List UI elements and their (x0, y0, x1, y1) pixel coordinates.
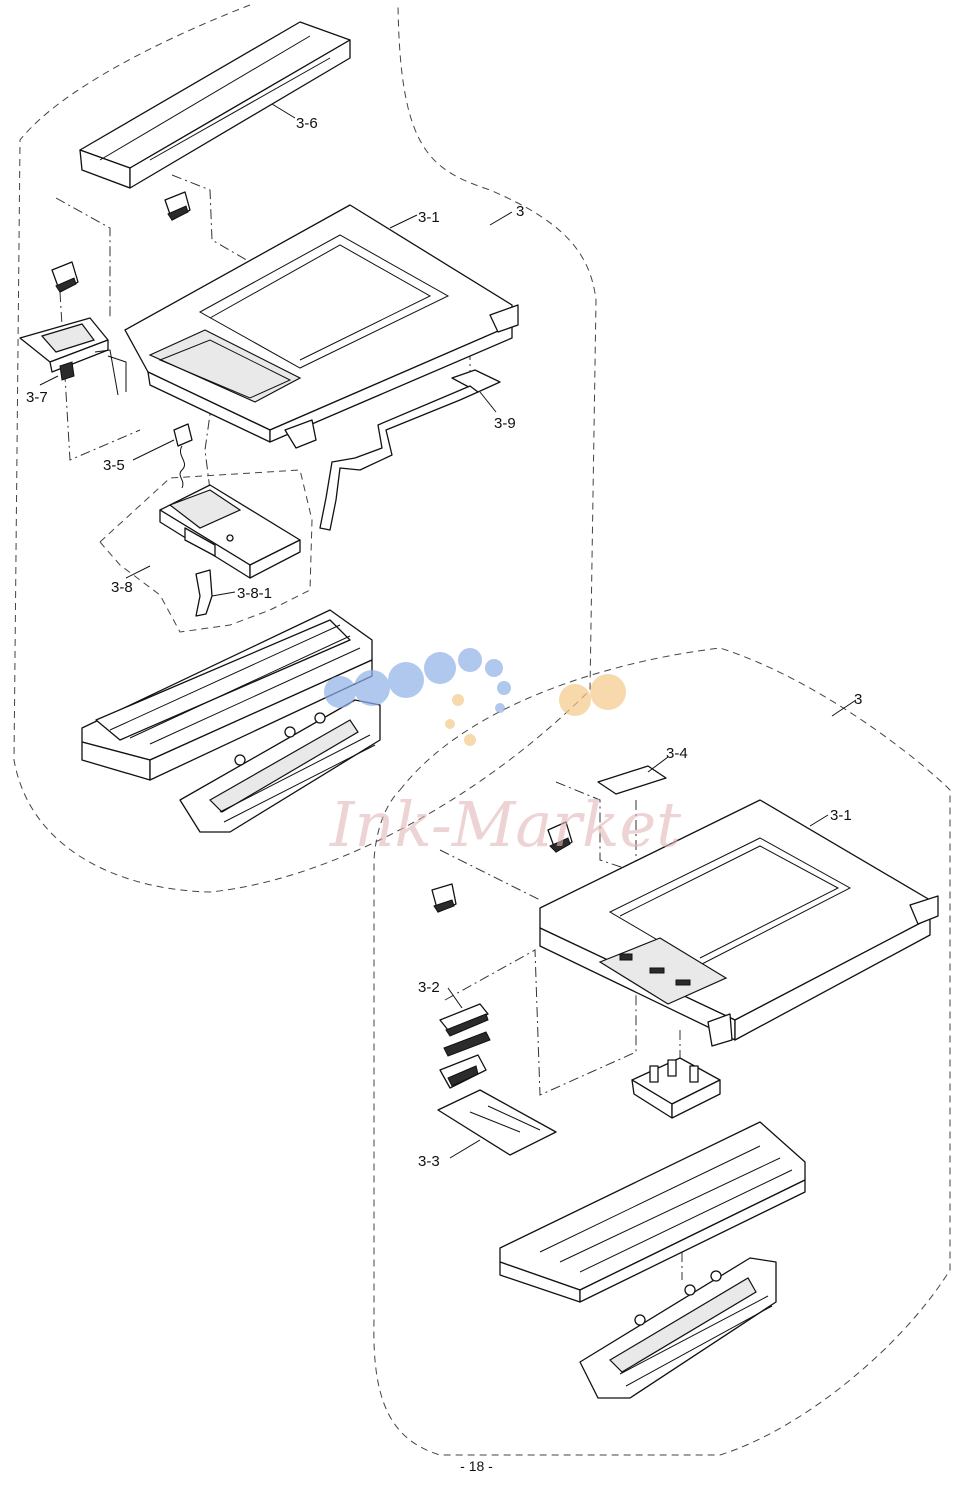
paper-tray-lower (579, 1257, 777, 1399)
watermark-dot (485, 659, 503, 677)
part-3-8-1-cable (195, 569, 213, 617)
watermark-dot (445, 719, 455, 729)
watermark-dot (452, 694, 464, 706)
part-3-4-label (597, 765, 667, 795)
part-3-2-bracket (439, 1003, 491, 1057)
watermark-dot (559, 684, 591, 716)
base-frame-lower (499, 1121, 806, 1303)
connector-part (439, 1054, 487, 1089)
part-3-6-cover (79, 21, 351, 189)
part-3-5-sensor (173, 423, 193, 489)
latch-part-b (51, 261, 79, 293)
callout-3-1-lower: 3-1 (830, 807, 852, 824)
callout-3-5: 3-5 (103, 457, 125, 474)
callout-3-lower: 3 (854, 691, 862, 708)
part-3-3-board (437, 1089, 557, 1156)
watermark-dot (388, 662, 424, 698)
callout-3-4: 3-4 (666, 745, 688, 762)
watermark-dot (324, 676, 356, 708)
paper-tray-upper (179, 699, 381, 833)
callout-3-9: 3-9 (494, 415, 516, 432)
part-3-7-flap (19, 317, 127, 396)
latch-part-c (547, 821, 573, 853)
callout-3-1-upper: 3-1 (418, 209, 440, 226)
callout-3-8: 3-8 (111, 579, 133, 596)
callout-3-8-1: 3-8-1 (237, 585, 272, 602)
callout-3-2: 3-2 (418, 979, 440, 996)
watermark-dot (497, 681, 511, 695)
watermark-dot (424, 652, 456, 684)
latch-part-a (164, 191, 191, 221)
watermark-text: Ink-Market (329, 788, 681, 861)
assembly-3-8-boundary (99, 469, 313, 633)
watermark-logo: Ink-Market (324, 648, 681, 861)
leader-lines (39, 103, 857, 1159)
page-number: - 18 - (460, 1458, 493, 1474)
part-3-9-flat-cable (319, 369, 501, 531)
watermark-dot (495, 703, 505, 713)
assembly-3-upper-boundary (13, 4, 597, 893)
latch-part-d (431, 883, 457, 913)
watermark-dot (354, 670, 390, 706)
part-3-8-scanner-unit (159, 484, 301, 579)
watermark-dot (458, 648, 482, 672)
part-3-1-upper-frame (124, 204, 519, 449)
callout-3-upper: 3 (516, 203, 524, 220)
base-frame-upper (81, 609, 373, 781)
part-3-1-lower-frame (539, 799, 939, 1047)
callout-3-7: 3-7 (26, 389, 48, 406)
watermark-dot (464, 734, 476, 746)
watermark-dot (590, 674, 626, 710)
assembly-guide-lines-upper (55, 174, 471, 531)
key-holder-part (631, 1057, 721, 1119)
callout-3-6: 3-6 (296, 115, 318, 132)
callout-3-3: 3-3 (418, 1153, 440, 1170)
